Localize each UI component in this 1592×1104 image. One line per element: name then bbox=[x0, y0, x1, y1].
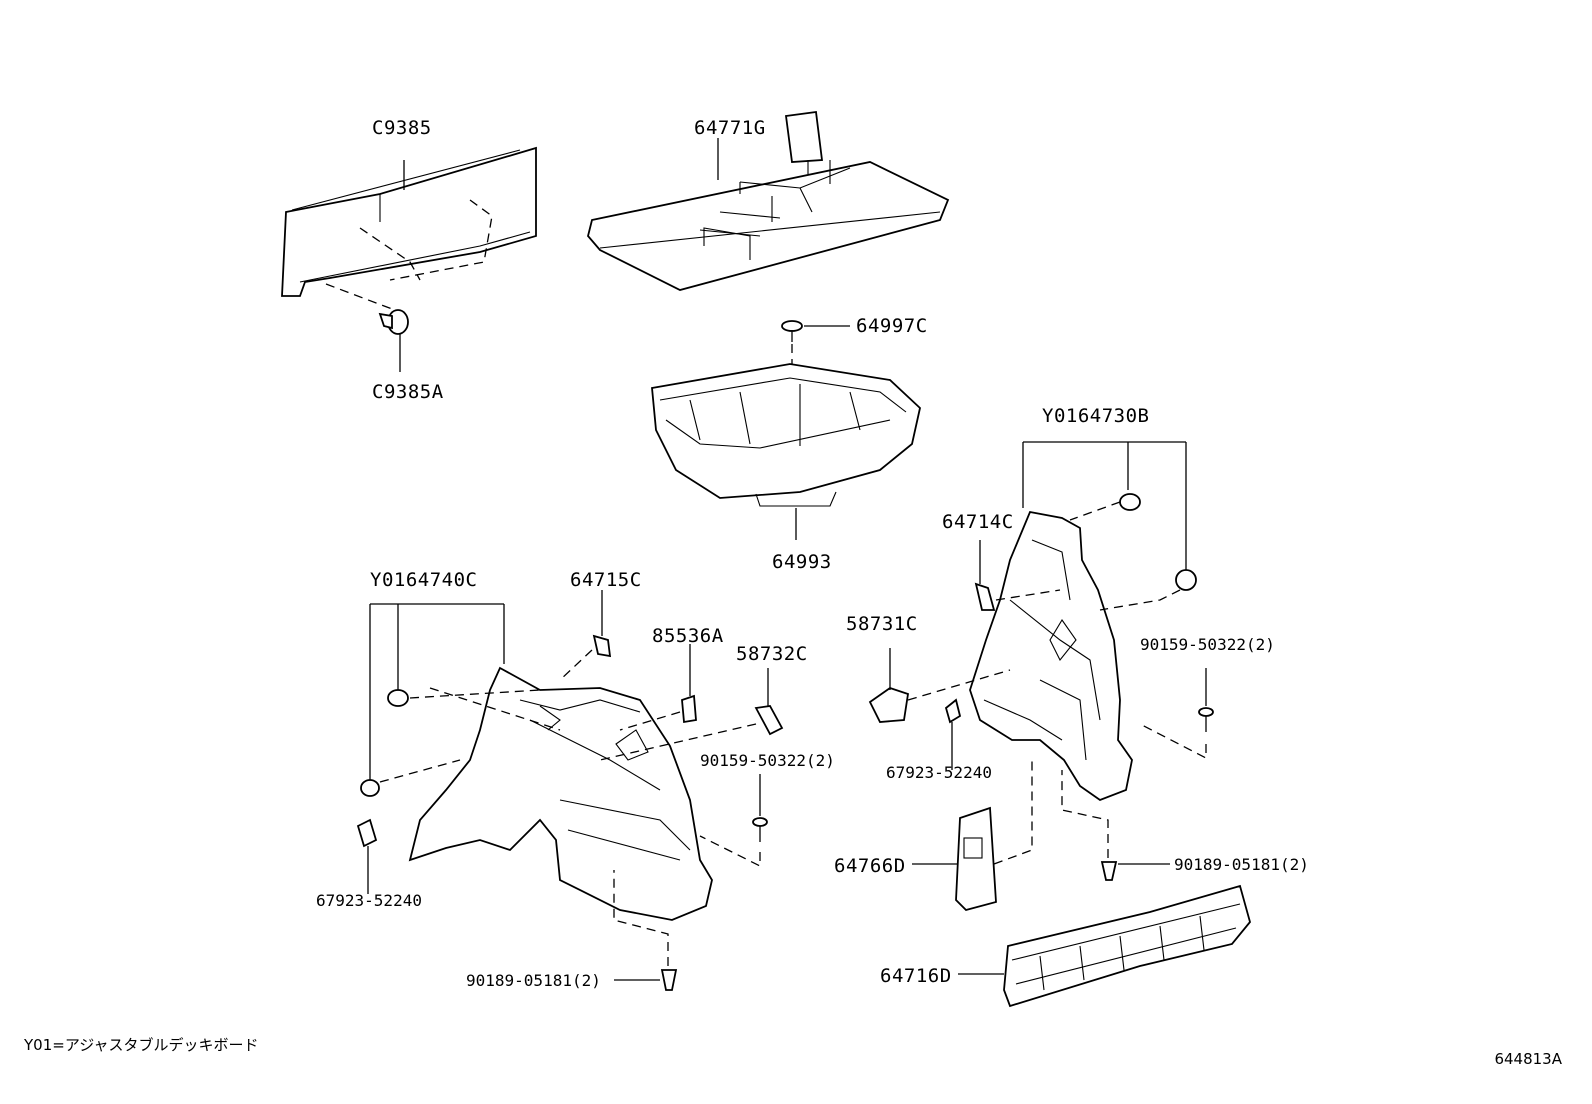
part-58732c-cover[interactable] bbox=[754, 705, 784, 736]
label-58732c: 58732C bbox=[736, 643, 808, 665]
part-64993-tool-tray[interactable] bbox=[651, 363, 921, 507]
part-64714c-cover[interactable] bbox=[974, 582, 996, 611]
part-90189-right-clip[interactable] bbox=[1100, 861, 1118, 881]
label-64716d: 64716D bbox=[880, 965, 952, 987]
label-90159-left: 90159-50322(2) bbox=[700, 751, 835, 770]
label-64766d: 64766D bbox=[834, 855, 906, 877]
label-64993: 64993 bbox=[772, 551, 832, 573]
label-90189-right: 90189-05181(2) bbox=[1174, 855, 1309, 874]
part-67923-left-clip[interactable] bbox=[356, 818, 378, 848]
label-85536a: 85536A bbox=[652, 625, 724, 647]
part-58731c-cover[interactable] bbox=[868, 687, 910, 723]
label-y0164730b: Y0164730B bbox=[1042, 405, 1149, 427]
label-64771g: 64771G bbox=[694, 117, 766, 139]
label-90189-left: 90189-05181(2) bbox=[466, 971, 601, 990]
part-85536a-bracket[interactable] bbox=[681, 694, 697, 724]
part-67923-right-clip[interactable] bbox=[944, 698, 962, 724]
part-c9385-panel[interactable] bbox=[281, 146, 537, 297]
part-90189-left-clip[interactable] bbox=[660, 969, 678, 991]
label-58731c: 58731C bbox=[846, 613, 918, 635]
label-64997c: 64997C bbox=[856, 315, 928, 337]
footnote: Y01=アジャスタブルデッキボード bbox=[24, 1036, 259, 1054]
label-c9385: C9385 bbox=[372, 117, 432, 139]
part-y0164730b-clip-upper[interactable] bbox=[1119, 493, 1141, 511]
part-64766d-access-lid[interactable] bbox=[955, 806, 997, 912]
part-64771g-deck-board[interactable] bbox=[587, 110, 950, 291]
part-90159-right-bolt[interactable] bbox=[1198, 707, 1214, 732]
part-c9385a-clip[interactable] bbox=[378, 309, 409, 335]
part-64997c-screw[interactable] bbox=[781, 320, 803, 342]
label-y0164740c: Y0164740C bbox=[370, 569, 477, 591]
part-64716d-sill-plate[interactable] bbox=[1003, 884, 1251, 1008]
part-90159-left-bolt[interactable] bbox=[752, 817, 768, 842]
part-y0164740c-clip-lower[interactable] bbox=[360, 779, 380, 797]
part-y0164730b-clip-lower[interactable] bbox=[1175, 569, 1197, 591]
label-90159-right: 90159-50322(2) bbox=[1140, 635, 1275, 654]
part-left-side-trim[interactable] bbox=[408, 666, 713, 921]
part-64715c-clip[interactable] bbox=[592, 634, 612, 658]
label-64714c: 64714C bbox=[942, 511, 1014, 533]
diagram-id: 644813A bbox=[1494, 1050, 1562, 1068]
label-c9385a: C9385A bbox=[372, 381, 444, 403]
label-67923-right: 67923-52240 bbox=[886, 763, 992, 782]
label-67923-left: 67923-52240 bbox=[316, 891, 422, 910]
part-right-side-trim[interactable] bbox=[969, 510, 1133, 802]
label-64715c: 64715C bbox=[570, 569, 642, 591]
part-y0164740c-clip-upper[interactable] bbox=[387, 689, 409, 707]
